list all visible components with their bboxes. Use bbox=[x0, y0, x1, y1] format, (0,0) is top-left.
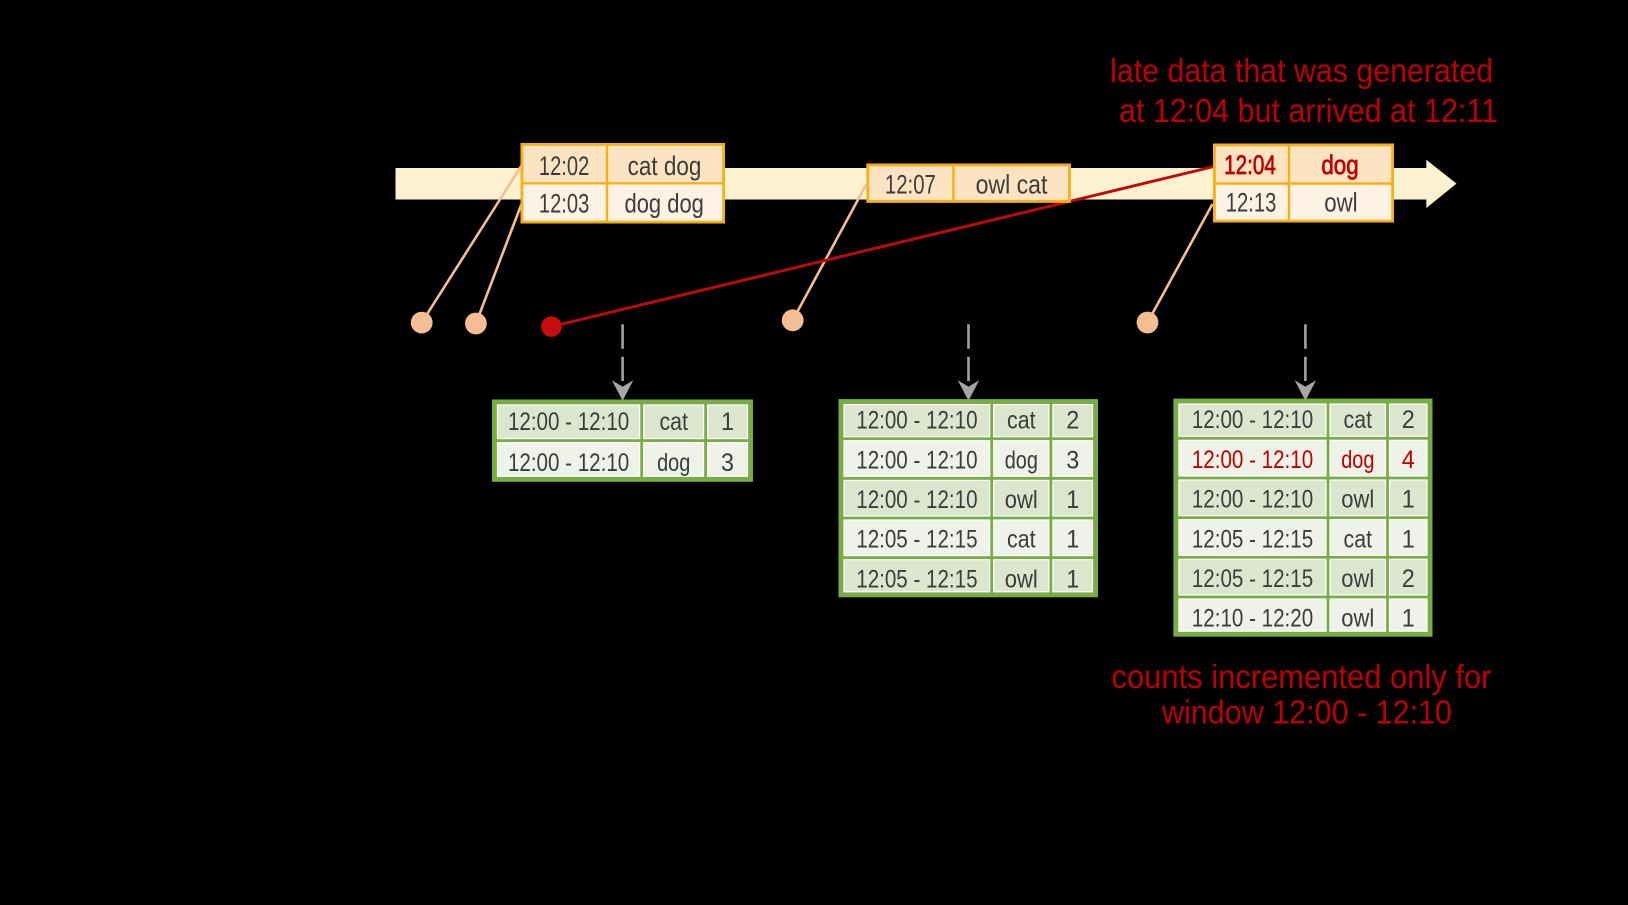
svg-text:12:05 - 12:15: 12:05 - 12:15 bbox=[1192, 525, 1313, 553]
svg-text:owl: owl bbox=[1341, 565, 1374, 593]
svg-text:owl cat: owl cat bbox=[976, 170, 1048, 200]
svg-text:owl: owl bbox=[1005, 565, 1038, 593]
svg-text:cat dog: cat dog bbox=[628, 151, 702, 181]
svg-text:cat: cat bbox=[1344, 525, 1373, 553]
svg-text:12:00 - 12:10: 12:00 - 12:10 bbox=[508, 449, 629, 477]
svg-text:2: 2 bbox=[1402, 565, 1415, 593]
svg-text:12:10 - 12:20: 12:10 - 12:20 bbox=[1192, 605, 1313, 633]
svg-text:12:05 - 12:15: 12:05 - 12:15 bbox=[1192, 565, 1313, 593]
svg-text:1: 1 bbox=[1066, 565, 1079, 593]
svg-text:12:00 - 12:10: 12:00 - 12:10 bbox=[856, 486, 977, 514]
svg-text:counts incremented only for: counts incremented only for bbox=[1112, 658, 1492, 695]
svg-text:owl: owl bbox=[1341, 605, 1374, 633]
svg-text:at 12:04 but arrived at 12:11: at 12:04 but arrived at 12:11 bbox=[1119, 92, 1498, 129]
svg-text:4: 4 bbox=[1402, 446, 1415, 474]
svg-text:late data that was generated: late data that was generated bbox=[1110, 52, 1493, 89]
svg-text:1: 1 bbox=[1402, 486, 1415, 514]
svg-text:12:03: 12:03 bbox=[539, 188, 589, 218]
svg-text:12:00 - 12:10: 12:00 - 12:10 bbox=[1192, 486, 1313, 514]
svg-text:dog: dog bbox=[657, 449, 690, 477]
svg-text:cat: cat bbox=[1007, 407, 1036, 435]
svg-text:1: 1 bbox=[721, 408, 734, 436]
svg-text:1: 1 bbox=[1066, 486, 1079, 514]
svg-text:owl: owl bbox=[1005, 486, 1038, 514]
svg-text:12:00 - 12:10: 12:00 - 12:10 bbox=[1192, 446, 1313, 474]
svg-text:12:00 - 12:10: 12:00 - 12:10 bbox=[856, 407, 977, 435]
svg-text:owl: owl bbox=[1324, 187, 1357, 217]
svg-text:12:02: 12:02 bbox=[539, 151, 589, 181]
svg-text:1: 1 bbox=[1402, 525, 1415, 553]
svg-text:12:00 - 12:10: 12:00 - 12:10 bbox=[1192, 406, 1313, 434]
svg-text:1: 1 bbox=[1402, 605, 1415, 633]
svg-text:2: 2 bbox=[1402, 406, 1415, 434]
svg-text:cat: cat bbox=[659, 408, 688, 436]
svg-text:12:05 - 12:15: 12:05 - 12:15 bbox=[856, 526, 977, 554]
svg-text:12:13: 12:13 bbox=[1226, 187, 1277, 217]
svg-text:12:07: 12:07 bbox=[885, 170, 936, 200]
svg-text:dog dog: dog dog bbox=[625, 188, 704, 218]
svg-text:cat: cat bbox=[1007, 526, 1036, 554]
svg-text:3: 3 bbox=[721, 449, 734, 477]
svg-text:3: 3 bbox=[1066, 446, 1079, 474]
svg-text:12:00 - 12:10: 12:00 - 12:10 bbox=[508, 408, 629, 436]
svg-text:2: 2 bbox=[1066, 407, 1079, 435]
svg-text:cat: cat bbox=[1344, 406, 1373, 434]
svg-text:dog: dog bbox=[1005, 446, 1038, 474]
svg-text:dog: dog bbox=[1341, 446, 1374, 474]
svg-text:dog: dog bbox=[1321, 150, 1358, 180]
svg-text:12:05 - 12:15: 12:05 - 12:15 bbox=[856, 565, 977, 593]
svg-text:12:04: 12:04 bbox=[1224, 150, 1276, 180]
svg-text:owl: owl bbox=[1341, 486, 1374, 514]
svg-text:12:00 - 12:10: 12:00 - 12:10 bbox=[856, 446, 977, 474]
svg-text:1: 1 bbox=[1066, 526, 1079, 554]
svg-text:window 12:00 - 12:10: window 12:00 - 12:10 bbox=[1161, 694, 1452, 731]
